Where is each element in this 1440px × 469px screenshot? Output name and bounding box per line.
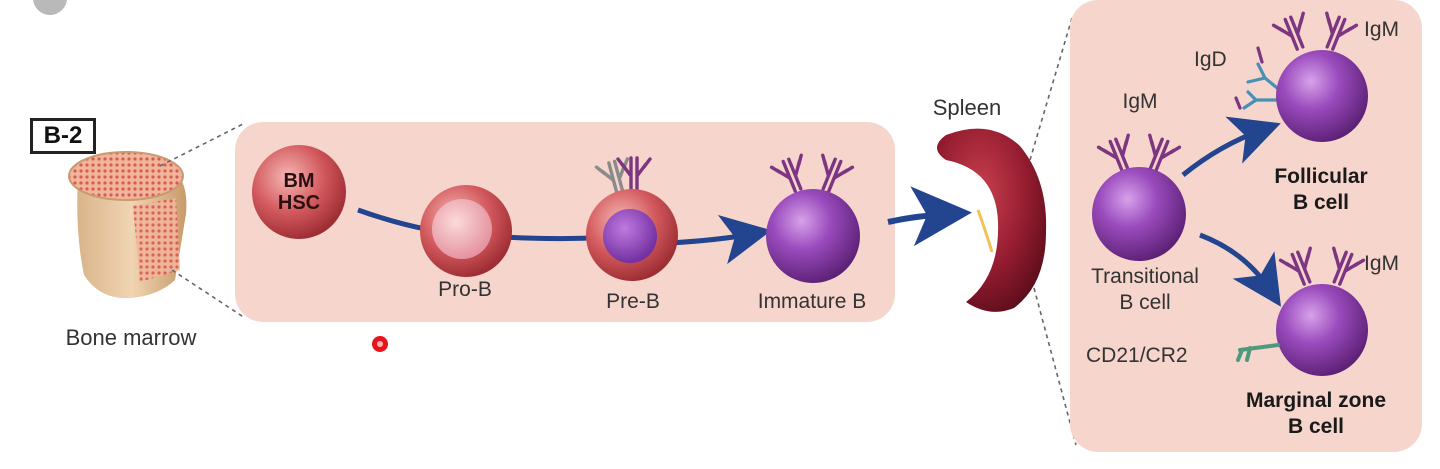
zoom-lines-spleen [1029,17,1077,446]
marginal-zone-label-line1: Marginal zone [1245,389,1387,412]
marginal-zone-label: Marginal zone B cell [1218,388,1414,440]
igm-follicular-label: IgM [1364,18,1400,41]
transitional-label-line2: B cell [1119,291,1171,314]
bm-hsc-label-line1: BM [283,170,315,192]
cd21-receptor [1236,343,1280,362]
arrow-to-spleen [887,186,972,247]
spleen-illustration [937,128,1047,312]
immature-b-cell [766,152,860,283]
pre-b-label: Pre-B [606,290,660,313]
zoom-lines-bone [159,122,246,319]
gray-circle-fragment [33,0,67,15]
igd-receptor [1242,62,1284,110]
red-dot-marker [372,336,388,352]
cd21-label: CD21/CR2 [1086,344,1188,367]
immature-b-label: Immature B [757,290,867,313]
bone-marrow-label: Bone marrow [65,325,197,350]
transitional-label-line1: Transitional [1091,265,1199,288]
transitional-b-cell [1092,132,1186,261]
igm-transitional-label: IgM [1122,90,1158,113]
bm-hsc-cell [252,145,346,239]
marginal-zone-b-cell [1236,245,1368,376]
follicular-b-cell [1234,10,1368,142]
follicular-label-line1: Follicular [1274,165,1368,188]
arrow-to-marginal [1199,232,1281,307]
arrow-to-immature [669,214,772,265]
bm-hsc-label-line2: HSC [277,192,321,214]
transitional-label: Transitional B cell [1070,264,1220,316]
igm-marginal-label: IgM [1364,252,1400,275]
bm-hsc-label: BM HSC [262,170,336,214]
pro-b-label: Pro-B [438,278,492,301]
development-panel [235,122,895,322]
marginal-zone-label-line2: B cell [1287,415,1345,438]
arrow-to-follicular [1181,116,1281,177]
bone-marrow-illustration [68,151,187,299]
pre-b-cell [586,156,678,281]
panel-label: B-2 [30,118,96,154]
follicular-label: Follicular B cell [1246,164,1396,216]
follicular-label-line2: B cell [1292,191,1350,214]
pro-b-cell [420,185,512,277]
igd-label: IgD [1194,48,1227,71]
spleen-label: Spleen [932,95,1002,120]
